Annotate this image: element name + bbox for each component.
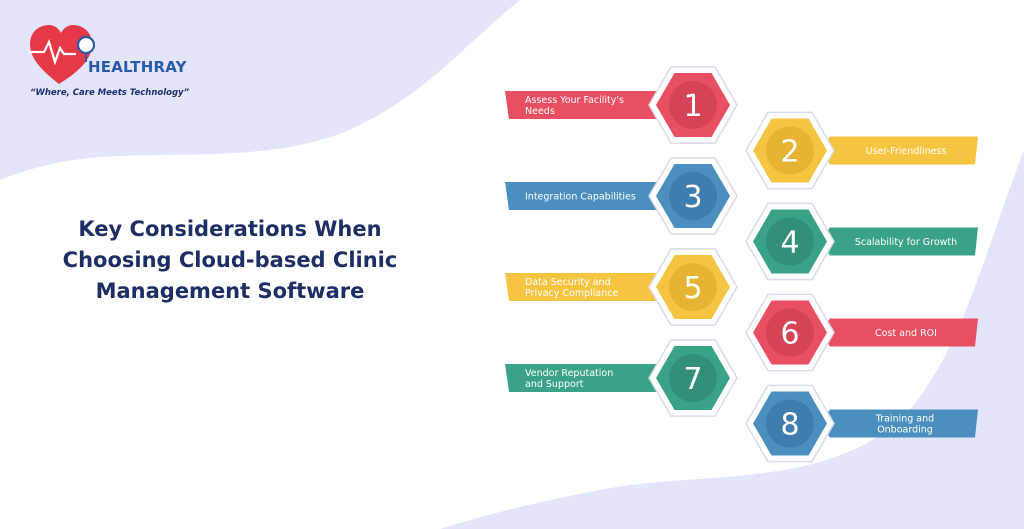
step-number: 2 [780, 135, 799, 170]
step-label-text: Data Security and [525, 277, 611, 288]
step-number: 1 [683, 89, 702, 124]
step-number: 8 [780, 408, 799, 443]
step-4: Scalability for Growth 4 [745, 202, 978, 281]
bottom-right-blob [440, 150, 1024, 529]
step-label-bar [820, 409, 978, 438]
step-3: Integration Capabilities 3 [505, 157, 738, 235]
pulse-line-icon [28, 39, 76, 66]
top-left-blob [0, 0, 520, 180]
hexagon-inner-circle [766, 399, 814, 448]
step-label-text: Needs [525, 106, 555, 117]
step-label-text: Cost and ROI [875, 328, 937, 339]
step-label-text: User-Friendliness [866, 146, 947, 157]
page-title: Key Considerations When Choosing Cloud-b… [20, 214, 440, 307]
title-line-3: Management Software [95, 279, 365, 303]
step-number: 3 [683, 180, 702, 215]
step-label-text: and Support [525, 379, 584, 390]
step-number: 4 [780, 226, 799, 261]
step-label-text: Privacy Compliance [525, 288, 618, 299]
step-6: Cost and ROI 6 [745, 293, 978, 372]
heart-icon [30, 25, 92, 84]
hexagon-inner-circle [766, 217, 814, 266]
title-line-1: Key Considerations When [78, 217, 382, 241]
step-2: User-Friendliness 2 [745, 111, 978, 190]
hexagon-inner-circle [669, 263, 717, 311]
step-label-text: Scalability for Growth [855, 237, 957, 248]
brand-name: HEALTHRAY [88, 58, 187, 76]
brand-tagline: “Where, Care Meets Technology” [30, 88, 190, 98]
hexagon-inner-circle [766, 308, 814, 357]
step-label-bar [505, 182, 670, 210]
step-label-text: Assess Your Facility's [525, 95, 624, 106]
hexagon-inner-circle [669, 172, 717, 220]
hexagon-inner-circle [669, 81, 717, 129]
step-label-bar [505, 364, 670, 392]
hexagon-inner-circle [669, 354, 717, 402]
step-label-text: Onboarding [877, 425, 933, 436]
step-number: 7 [683, 362, 702, 397]
healthray-logo [28, 25, 96, 84]
step-label-text: Training and [875, 414, 934, 425]
step-label-bar [505, 273, 670, 301]
step-number: 5 [683, 271, 702, 306]
step-label-text: Integration Capabilities [525, 192, 636, 203]
step-label-bar [820, 318, 978, 347]
step-label-bar [820, 227, 978, 256]
step-label-text: Vendor Reputation [525, 368, 613, 379]
step-number: 6 [780, 317, 799, 352]
hexagon-inner-circle [766, 126, 814, 175]
step-label-bar [505, 91, 670, 119]
title-line-2: Choosing Cloud-based Clinic [62, 248, 398, 272]
step-label-bar [820, 136, 978, 165]
